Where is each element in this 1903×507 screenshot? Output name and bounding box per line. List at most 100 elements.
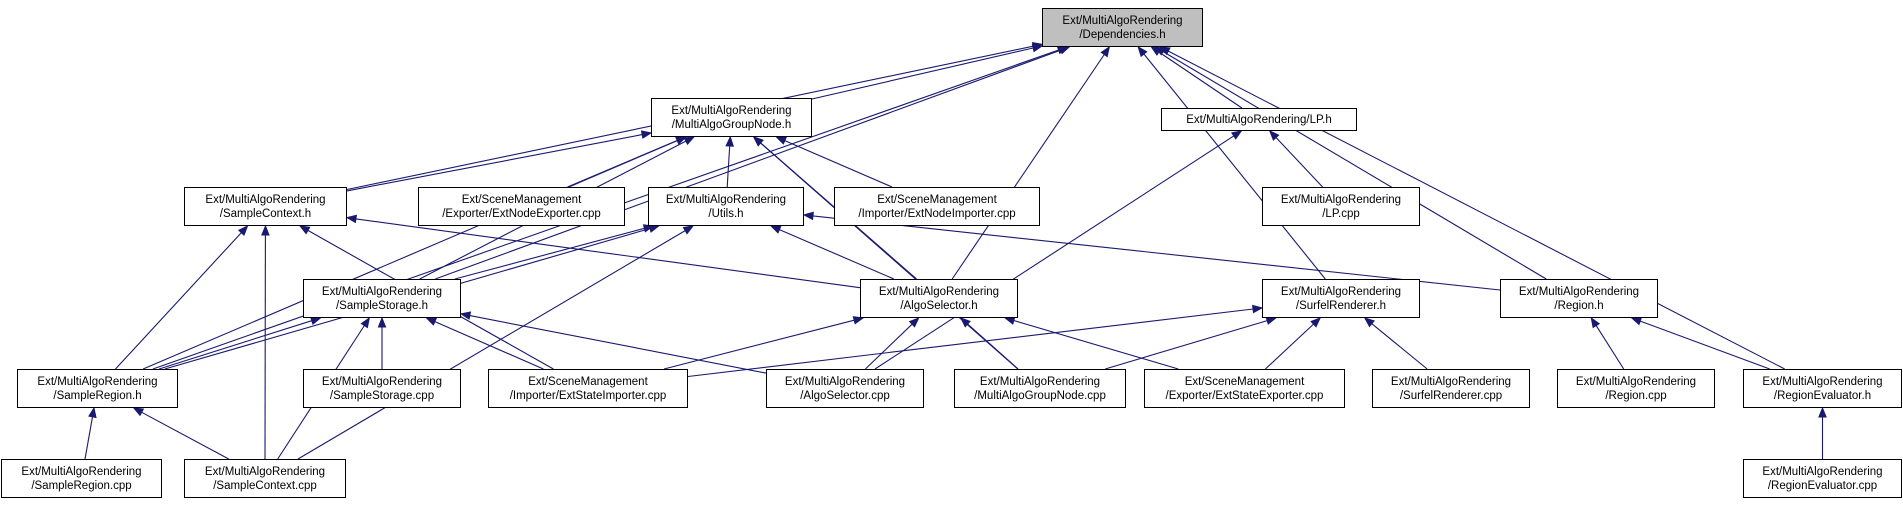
node-line: /Importer/ExtStateImporter.cpp [509,389,667,402]
node-samplecontext-cpp[interactable]: Ext/MultiAlgoRendering /SampleContext.cp… [184,459,346,498]
node-line: Ext/MultiAlgoRendering [204,465,326,478]
node-lp-cpp[interactable]: Ext/MultiAlgoRendering /LP.cpp [1262,187,1420,226]
node-line: Ext/MultiAlgoRendering [1762,465,1883,478]
edge-multialgogroupnode_h-to-dependencies_h [811,47,1034,100]
node-line: /MultiAlgoGroupNode.h [671,118,792,131]
node-surfelrenderer-h[interactable]: Ext/MultiAlgoRendering /SurfelRenderer.h [1262,279,1420,318]
arrowhead-samplecontext_h-to-multialgogroupnode_h [640,130,653,139]
arrowhead-sampleregion_h-to-multialgogroupnode_h [675,136,688,145]
node-line: /SampleRegion.h [53,389,142,402]
node-extnodeimporter-cpp[interactable]: Ext/SceneManagement /Importer/ExtNodeImp… [834,187,1040,226]
edge-multialgogroupnode_cpp-to-surfelrenderer_h [1105,320,1268,370]
edge-sampleregion_cpp-to-sampleregion_h [84,416,94,460]
node-samplestorage-cpp[interactable]: Ext/MultiAlgoRendering /SampleStorage.cp… [303,369,461,408]
node-line: Ext/MultiAlgoRendering [37,375,158,388]
node-line: Ext/SceneManagement [877,193,997,206]
edge-sampleregion_h-to-samplecontext_h [115,232,242,370]
edge-surfelrenderer_cpp-to-surfelrenderer_h [1371,323,1428,370]
node-surfelrenderer-cpp[interactable]: Ext/MultiAlgoRendering /SurfelRenderer.c… [1372,369,1530,408]
node-line: /Exporter/ExtNodeExporter.cpp [442,207,601,220]
edge-utils_h-to-multialgogroupnode_h [726,145,731,188]
edge-region_h-to-dependencies_h [1162,51,1547,280]
node-line: Ext/SceneManagement [461,193,582,206]
node-lp-h[interactable]: Ext/MultiAlgoRendering/LP.h [1161,108,1357,131]
node-line: Ext/MultiAlgoRendering [1518,285,1640,298]
node-region-h[interactable]: Ext/MultiAlgoRendering /Region.h [1500,279,1658,318]
node-line: /Exporter/ExtStateExporter.cpp [1165,389,1324,402]
node-line: /Region.cpp [1605,389,1667,402]
node-line: /SampleStorage.h [335,299,429,312]
node-line: Ext/MultiAlgoRendering [979,375,1101,388]
node-line: Ext/MultiAlgoRendering [321,285,443,298]
arrowhead-multialgogroupnode_cpp-to-algoselector_h [959,317,971,328]
edge-lp_h-to-dependencies_h [1158,51,1243,109]
arrowhead-extstateimporter_cpp-to-samplecontext_h [298,225,311,235]
arrowhead-sampleregion_cpp-to-sampleregion_h [88,406,97,419]
edge-samplecontext_cpp-to-sampleregion_h [141,411,229,460]
node-line: Ext/MultiAlgoRendering [1062,14,1183,27]
node-samplecontext-h[interactable]: Ext/MultiAlgoRendering /SampleContext.h [184,187,347,226]
node-multialgogroupnode-h[interactable]: Ext/MultiAlgoRendering /MultiAlgoGroupNo… [651,98,812,137]
node-line: /AlgoSelector.h [900,299,978,312]
node-line: /RegionEvaluator.h [1773,389,1872,402]
arrowhead-extnodeimporter_cpp-to-multialgogroupnode_h [775,136,787,145]
arrowhead-multialgogroupnode_cpp-to-multialgogroupnode_h [752,136,764,147]
edge-algoselector_cpp-to-lp_h [874,135,1235,370]
node-sampleregion-cpp[interactable]: Ext/MultiAlgoRendering /SampleRegion.cpp [1,459,162,498]
node-line: /Utils.h [708,207,744,220]
node-regionevaluator-h[interactable]: Ext/MultiAlgoRendering /RegionEvaluator.… [1743,369,1902,408]
node-line: /AlgoSelector.cpp [800,389,890,402]
arrowhead-utils_h-to-multialgogroupnode_h [725,135,735,147]
node-extnodeexporter-cpp[interactable]: Ext/SceneManagement /Exporter/ExtNodeExp… [418,187,625,226]
edge-extstateimporter_cpp-to-surfelrenderer_h [687,308,1254,378]
arrowhead-sampleregion_h-to-utils_h [648,224,660,233]
arrowhead-extstateimporter_cpp-to-samplestorage_h [425,317,438,326]
node-multialgogroupnode-cpp[interactable]: Ext/MultiAlgoRendering /MultiAlgoGroupNo… [954,369,1126,408]
edge-extstateimporter_cpp-to-algoselector_h [663,319,855,370]
edge-multialgogroupnode_cpp-to-algoselector_h [967,323,1019,370]
node-line: /MultiAlgoGroupNode.cpp [974,389,1106,402]
arrowhead-algoselector_h-to-dependencies_h [1100,45,1111,58]
node-dependencies-h[interactable]: Ext/MultiAlgoRendering /Dependencies.h [1042,8,1203,47]
arrowhead-lp_cpp-to-lp_h [1268,130,1280,141]
arrowhead-algoselector_cpp-to-lp_h [1230,130,1243,140]
node-region-cpp[interactable]: Ext/MultiAlgoRendering /Region.cpp [1557,369,1715,408]
node-line: Ext/MultiAlgoRendering [1575,375,1697,388]
node-line: /SurfelRenderer.h [1295,299,1387,312]
edge-algoselector_h-to-samplecontext_h [355,218,861,289]
arrowhead-extstateimporter_cpp-to-algoselector_h [852,316,865,325]
arrowhead-regionevaluator_cpp-to-regionevaluator_h [1818,406,1827,418]
node-algoselector-cpp[interactable]: Ext/MultiAlgoRendering /AlgoSelector.cpp [766,369,924,408]
arrowhead-surfelrenderer_cpp-to-surfelrenderer_h [1363,317,1375,328]
arrowhead-surfelrenderer_h-to-dependencies_h [1137,45,1148,58]
node-line: Ext/MultiAlgoRendering [321,375,443,388]
node-extstateexporter-cpp[interactable]: Ext/SceneManagement /Exporter/ExtStateEx… [1144,369,1345,408]
arrowhead-region_h-to-utils_h [802,211,814,221]
node-line: Ext/MultiAlgoRendering [1280,285,1402,298]
node-regionevaluator-cpp[interactable]: Ext/MultiAlgoRendering /RegionEvaluator.… [1743,459,1902,498]
node-line: Ext/MultiAlgoRendering [21,465,142,478]
node-line: /RegionEvaluator.cpp [1767,479,1878,492]
arrowhead-extstateexporter_cpp-to-surfelrenderer_h [1310,317,1322,328]
node-sampleregion-h[interactable]: Ext/MultiAlgoRendering /SampleRegion.h [17,369,178,408]
arrowhead-samplecontext_cpp-to-samplestorage_h [360,316,371,329]
arrowhead-regionevaluator_h-to-dependencies_h [1159,46,1171,56]
node-algoselector-h[interactable]: Ext/MultiAlgoRendering /AlgoSelector.h [860,279,1018,318]
node-utils-h[interactable]: Ext/MultiAlgoRendering /Utils.h [648,187,804,226]
arrowhead-samplecontext_h-to-dependencies_h [1031,41,1044,51]
node-line: /Dependencies.h [1079,28,1166,41]
edge-extstateimporter_cpp-to-samplestorage_h [434,321,544,370]
node-extstateimporter-cpp[interactable]: Ext/SceneManagement /Importer/ExtStateIm… [488,369,688,408]
node-line: Ext/MultiAlgoRendering [1762,375,1883,388]
node-samplestorage-h[interactable]: Ext/MultiAlgoRendering /SampleStorage.h [303,279,461,318]
node-line: Ext/MultiAlgoRendering [671,104,792,117]
arrowhead-region_cpp-to-region_h [1590,316,1601,329]
edge-extstateexporter_cpp-to-algoselector_h [1013,319,1179,370]
node-line: /SampleStorage.cpp [329,389,435,402]
edge-extstateexporter_cpp-to-surfelrenderer_h [1265,323,1314,370]
edge-samplestorage_h-to-utils_h [454,227,645,280]
arrowhead-regionevaluator_h-to-region_h [1630,317,1643,326]
arrowhead-algoselector_h-to-samplecontext_h [345,214,357,224]
edge-algoselector_cpp-to-samplestorage_h [469,315,767,374]
